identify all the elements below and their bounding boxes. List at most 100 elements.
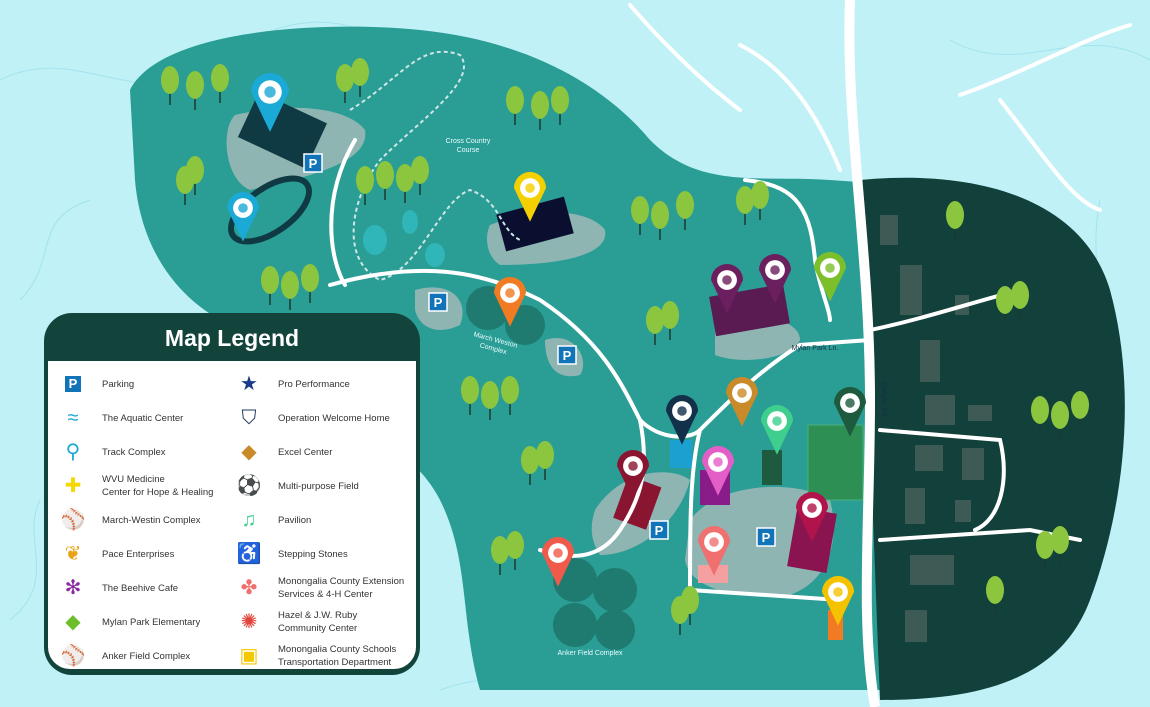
legend-item-label: Multi-purpose Field xyxy=(278,480,359,492)
tree xyxy=(186,156,204,195)
pin-track-complex[interactable] xyxy=(227,192,259,242)
pin-mylan-park-elementary[interactable] xyxy=(814,252,846,302)
legend-item: ▣Monongalia County Schools Transportatio… xyxy=(234,639,410,673)
pin-multi-purpose-field[interactable] xyxy=(834,387,866,437)
pin-pace-enterprises[interactable] xyxy=(711,264,743,314)
tree xyxy=(461,376,479,415)
pin-hazel-ruby-center[interactable] xyxy=(796,492,828,542)
chaplin-road xyxy=(844,0,880,707)
pin-glyph xyxy=(677,406,687,416)
pin-march-westin[interactable] xyxy=(494,277,526,327)
mylan-park-ln-label: Mylan Park Ln. xyxy=(792,345,839,352)
pin-beehive-cafe[interactable] xyxy=(759,254,791,304)
pin-operation-welcome-home[interactable] xyxy=(666,395,698,445)
legend-item: ❦Pace Enterprises xyxy=(58,537,234,571)
legend-item: ◆ Mylan Park Elementary xyxy=(58,605,234,639)
bus-icon: ▣ xyxy=(239,645,259,667)
pin-aquatic-center[interactable] xyxy=(251,73,289,132)
tree xyxy=(411,156,429,195)
pin-glyph xyxy=(553,548,563,558)
tree xyxy=(1071,391,1089,430)
svg-text:P: P xyxy=(762,530,771,545)
svg-text:P: P xyxy=(434,295,443,310)
legend-item: ≈The Aquatic Center xyxy=(58,401,234,435)
legend-item-label: The Beehive Cafe xyxy=(102,582,179,594)
cross-country-trail xyxy=(349,50,521,282)
pin-pavilion[interactable] xyxy=(761,405,793,455)
legend-column-right: ★Pro Performance⛉Operation Welcome Home◆… xyxy=(234,367,410,673)
tree xyxy=(676,191,694,230)
tree xyxy=(531,91,549,130)
tree xyxy=(1051,401,1069,440)
bee-icon: ✻ xyxy=(64,577,82,599)
tree xyxy=(301,264,319,303)
legend-item: ✚WVU Medicine Center for Hope & Healing xyxy=(58,469,234,503)
tree xyxy=(186,71,204,110)
legend-item: ⚾ March-Westin Complex xyxy=(58,503,234,537)
tree xyxy=(351,58,369,97)
graduation-cap-icon: ◆ xyxy=(65,611,81,633)
legend-item: ⚽ Multi-purpose Field xyxy=(234,469,410,503)
pin-glyph xyxy=(737,388,747,398)
tree xyxy=(646,306,664,345)
pin-glyph xyxy=(833,587,843,597)
svg-text:P: P xyxy=(309,156,318,171)
legend-item: ♫Pavilion xyxy=(234,503,410,537)
pin-glyph xyxy=(628,461,638,471)
legend-item: ✻ The Beehive Cafe xyxy=(58,571,234,605)
pin-anker-field[interactable] xyxy=(542,537,574,587)
pin-stepping-stones[interactable] xyxy=(702,446,734,496)
people-circle-icon: ✺ xyxy=(240,611,258,633)
pin-pro-performance[interactable] xyxy=(617,450,649,500)
legend-item-label: Pavilion xyxy=(278,514,312,526)
tree xyxy=(996,286,1014,325)
legend-item-label: Stepping Stones xyxy=(278,548,348,560)
tree xyxy=(211,64,229,103)
legend-item-label: Mylan Park Elementary xyxy=(102,616,201,628)
tree xyxy=(751,181,769,220)
tree xyxy=(661,301,679,340)
pin-glyph xyxy=(505,288,515,298)
tree xyxy=(1031,396,1049,435)
pin-excel-center[interactable] xyxy=(726,377,758,427)
tree xyxy=(396,164,414,203)
pin-glyph xyxy=(845,398,855,408)
legend-item-label: Track Complex xyxy=(102,446,166,458)
tree xyxy=(506,86,524,125)
bat-and-ball-icon: ⚾ xyxy=(60,645,86,667)
pin-glyph xyxy=(709,537,719,547)
ponds xyxy=(363,210,445,267)
trees xyxy=(161,58,1089,635)
legend-item-label: March-Westin Complex xyxy=(102,514,201,526)
svg-text:P: P xyxy=(655,523,664,538)
ball-fields xyxy=(466,286,637,650)
legend-item-label: Anker Field Complex xyxy=(102,650,191,662)
legend-item-label: Pro Performance xyxy=(278,378,350,390)
tree xyxy=(1011,281,1029,320)
pin-glyph xyxy=(772,416,782,426)
pin-extension-services[interactable] xyxy=(698,526,730,576)
legend-item-label: WVU Medicine Center for Hope & Healing xyxy=(102,474,214,498)
pin-glyph xyxy=(238,203,248,213)
legend-item: ◆Excel Center xyxy=(234,435,410,469)
tree xyxy=(986,576,1004,615)
legend-title: Map Legend xyxy=(164,325,300,351)
pin-wvu-medicine[interactable] xyxy=(514,172,546,222)
parking-icon: P xyxy=(58,371,88,397)
parking-signs: P P P P P xyxy=(303,153,776,547)
graduation-cap-icon: ◆ xyxy=(241,441,257,463)
parking-sign: P xyxy=(649,520,669,540)
tree xyxy=(1051,526,1069,565)
tree xyxy=(651,201,669,240)
svg-text:P: P xyxy=(563,348,572,363)
tree xyxy=(681,586,699,625)
tree xyxy=(376,161,394,200)
pin-transportation-dept[interactable] xyxy=(822,576,854,626)
tree xyxy=(736,186,754,225)
legend-item-label: Pace Enterprises xyxy=(102,548,175,560)
soccer-football-icon: ⚽ xyxy=(236,475,262,497)
bat-and-ball-icon: ⚾ xyxy=(60,509,86,531)
tree xyxy=(491,536,509,575)
